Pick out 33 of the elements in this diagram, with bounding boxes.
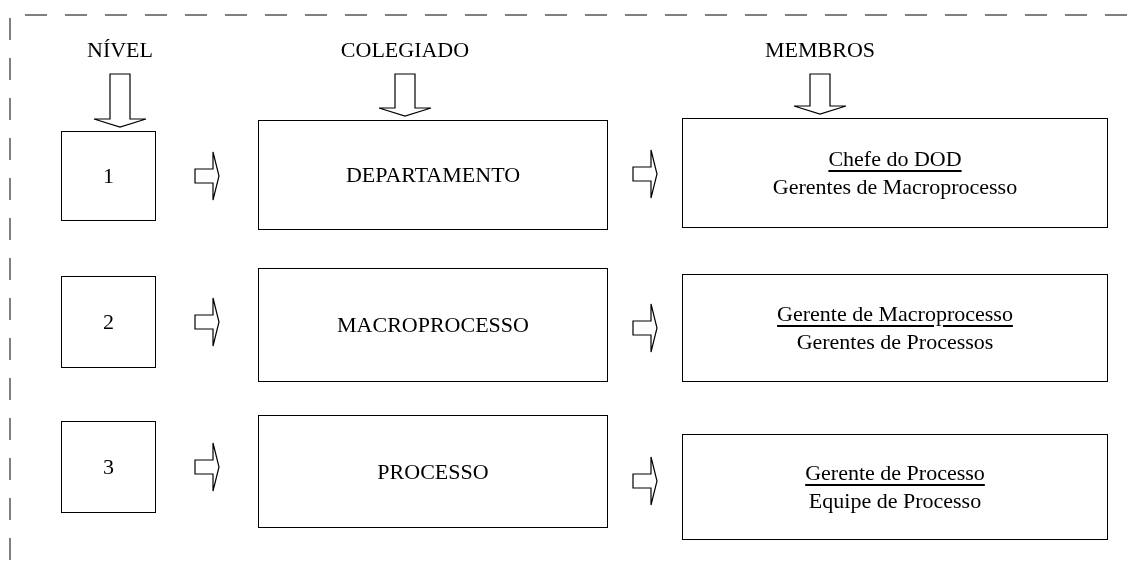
- label-box: [682, 434, 1108, 540]
- block-arrow: [378, 73, 432, 117]
- label-box: [682, 118, 1108, 228]
- label-box: [61, 421, 156, 513]
- column-heading: COLEGIADO: [340, 36, 470, 64]
- label-box: [258, 120, 608, 230]
- box-text: 3: [103, 453, 114, 481]
- column-heading: MEMBROS: [764, 36, 875, 64]
- block-arrow: [632, 303, 658, 353]
- role-title: Chefe do DOD: [828, 145, 962, 173]
- box-text: Gerentes de Processos: [796, 328, 994, 356]
- label-box: [61, 276, 156, 368]
- box-text: DEPARTAMENTO: [345, 161, 521, 189]
- label-box: [258, 268, 608, 382]
- column-heading: NÍVEL: [87, 36, 153, 64]
- block-arrow: [632, 149, 658, 199]
- box-text: MACROPROCESSO: [337, 311, 529, 339]
- block-arrow: [93, 73, 147, 128]
- label-box: [61, 131, 156, 221]
- box-text: Equipe de Processo: [808, 487, 982, 515]
- role-title: Gerente de Processo: [805, 459, 985, 487]
- box-text: 1: [103, 162, 114, 190]
- box-text: Gerentes de Macroprocesso: [772, 173, 1018, 201]
- block-arrow: [194, 151, 220, 201]
- label-box: [258, 415, 608, 528]
- block-arrow: [194, 442, 220, 492]
- box-text: PROCESSO: [377, 457, 489, 486]
- block-arrow: [194, 297, 220, 347]
- role-title: Gerente de Macroprocesso: [777, 300, 1013, 328]
- label-box: [682, 274, 1108, 382]
- box-text: 2: [103, 308, 114, 336]
- block-arrow: [632, 456, 658, 506]
- block-arrow: [793, 73, 847, 115]
